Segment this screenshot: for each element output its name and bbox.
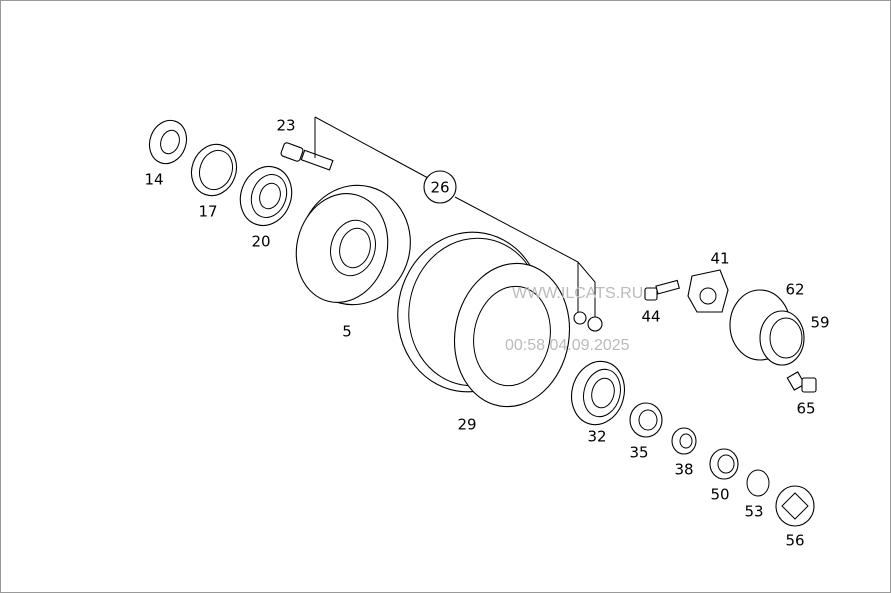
callout-17[interactable]: 17 — [198, 203, 217, 221]
part-56-cover[interactable] — [775, 485, 815, 527]
part-53-circlip[interactable] — [746, 469, 770, 497]
watermark-timestamp: 00:58 04.09.2025 — [505, 337, 630, 354]
callout-26[interactable]: 26 — [430, 179, 449, 197]
callout-14[interactable]: 14 — [144, 171, 163, 189]
callout-59[interactable]: 59 — [810, 314, 829, 332]
group-callout-circle — [423, 170, 457, 204]
part-44-screw[interactable] — [644, 279, 680, 301]
callout-53[interactable]: 53 — [744, 503, 763, 521]
part-5-hub[interactable] — [284, 173, 423, 317]
part-29-brake-drum[interactable] — [385, 221, 580, 416]
callout-44[interactable]: 44 — [641, 308, 660, 326]
callout-65[interactable]: 65 — [796, 400, 815, 418]
part-50-ring[interactable] — [709, 448, 739, 480]
part-35-seal[interactable] — [629, 402, 663, 438]
callout-62[interactable]: 62 — [785, 281, 804, 299]
callout-23[interactable]: 23 — [276, 117, 295, 135]
callout-35[interactable]: 35 — [629, 444, 648, 462]
part-20-bearing[interactable] — [232, 159, 300, 232]
part-59-hub-cap[interactable] — [759, 310, 805, 366]
callout-5[interactable]: 5 — [342, 323, 352, 341]
watermark-site: WWW.ILCATS.RU — [512, 285, 643, 302]
callout-32[interactable]: 32 — [587, 428, 606, 446]
part-65-plug[interactable] — [786, 371, 817, 393]
part-14-seal[interactable] — [144, 115, 193, 169]
group-bracket-line — [314, 116, 596, 318]
callout-29[interactable]: 29 — [457, 416, 476, 434]
callout-38[interactable]: 38 — [674, 461, 693, 479]
part-41-sensor-bracket[interactable] — [687, 269, 729, 313]
callout-41[interactable]: 41 — [710, 250, 729, 268]
part-38-nut[interactable] — [671, 427, 697, 455]
part-26-nut-washer[interactable] — [573, 311, 603, 332]
part-23-bolt[interactable] — [280, 142, 334, 171]
callout-56[interactable]: 56 — [785, 532, 804, 550]
callout-20[interactable]: 20 — [251, 233, 270, 251]
part-17-ring[interactable] — [184, 138, 243, 202]
callout-50[interactable]: 50 — [710, 486, 729, 504]
part-32-bearing[interactable] — [565, 355, 632, 430]
